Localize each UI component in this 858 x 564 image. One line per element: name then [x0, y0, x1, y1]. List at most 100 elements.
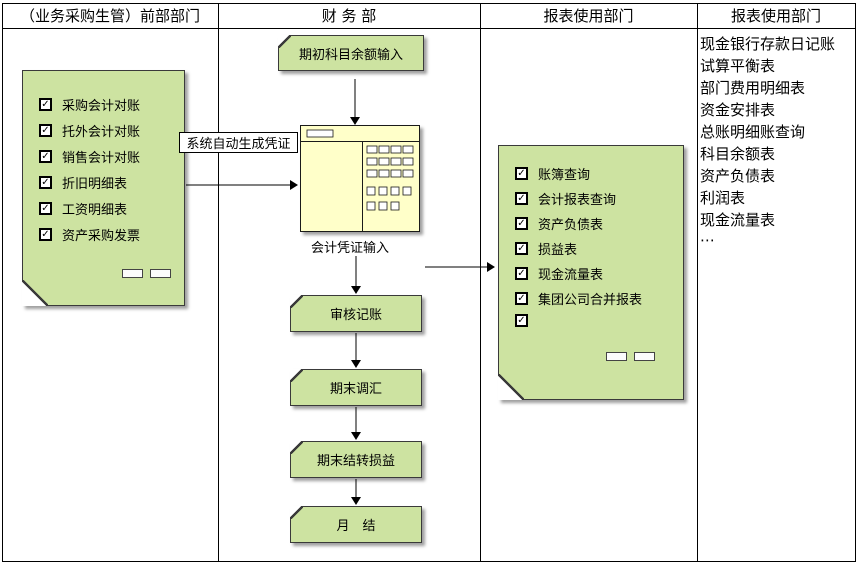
mini-button: [122, 269, 143, 278]
folded-corner-icon: [498, 374, 524, 400]
report-list-item: 试算平衡表: [700, 57, 776, 75]
step-carry-forward-pl: 期末结转损益: [290, 441, 422, 478]
list-item: ✓ 集团公司合并报表: [515, 289, 642, 308]
list-item: ✓ 损益表: [515, 239, 577, 258]
list-item-label: 工资明细表: [62, 203, 128, 218]
folded-corner-icon: [290, 506, 303, 519]
report-list-item: 总账明细账查询: [700, 123, 806, 141]
report-users-note: ✓ 账簿查询 ✓ 会计报表查询 ✓ 资产负债表 ✓ 损益表 ✓ 现金流量表 ✓ …: [498, 145, 684, 400]
list-item: ✓ 会计报表查询: [515, 189, 616, 208]
step-month-end-close: 月 结: [290, 506, 422, 543]
auto-generate-voucher-label: 系统自动生成凭证: [179, 132, 298, 153]
list-item: ✓ 现金流量表: [515, 264, 603, 283]
checkbox-checked-icon: ✓: [515, 267, 528, 280]
header-front-dept: （业务采购生管）前部部门: [19, 7, 200, 25]
list-item-label: 账簿查询: [538, 168, 591, 183]
node-label: 审核记账: [329, 308, 382, 323]
checkbox-checked-icon: ✓: [515, 192, 528, 205]
front-dept-note: ✓ 采购会计对账 ✓ 托外会计对账 ✓ 销售会计对账 ✓ 折旧明细表 ✓ 工资明…: [22, 70, 185, 306]
list-item: ✓ 资产采购发票: [39, 225, 140, 244]
report-list-item: 现金流量表: [700, 211, 776, 229]
header-finance-dept: 财 务 部: [321, 7, 377, 25]
checkbox-checked-icon: ✓: [515, 292, 528, 305]
check-glyph: ✓: [41, 228, 50, 240]
check-glyph: ✓: [517, 292, 526, 304]
check-glyph: ✓: [41, 150, 50, 162]
list-item: ✓ 账簿查询: [515, 164, 590, 183]
step-period-end-revaluation: 期末调汇: [290, 369, 422, 406]
node-label: 月 结: [336, 519, 376, 534]
list-item-label: 会计报表查询: [538, 193, 617, 208]
mini-button: [150, 269, 171, 278]
folded-corner-icon: [290, 369, 303, 382]
checkbox-checked-icon: ✓: [39, 228, 52, 241]
check-glyph: ✓: [41, 98, 50, 110]
folded-corner-icon: [290, 441, 303, 454]
checkbox-checked-icon: ✓: [515, 314, 528, 327]
grid-right-border: [855, 3, 856, 562]
check-glyph: ✓: [41, 202, 50, 214]
check-glyph: ✓: [41, 124, 50, 136]
node-label: 期末结转损益: [316, 454, 395, 469]
mini-button: [634, 352, 655, 361]
check-glyph: ✓: [517, 242, 526, 254]
report-list-item: 资金安排表: [700, 101, 776, 119]
grid-top-line: [2, 3, 856, 4]
label-text: 系统自动生成凭证: [186, 137, 291, 152]
step-audit-posting: 审核记账: [290, 295, 422, 332]
check-glyph: ✓: [517, 167, 526, 179]
report-list-item: ⋯: [700, 231, 715, 249]
checkbox-checked-icon: ✓: [515, 242, 528, 255]
list-item: ✓ 托外会计对账: [39, 121, 140, 140]
report-list-item: 科目余额表: [700, 145, 776, 163]
grid-vline-2: [480, 3, 481, 562]
list-item-label: 销售会计对账: [62, 151, 141, 166]
grid-header-bottom-line: [2, 28, 856, 29]
grid-left-border: [2, 3, 3, 562]
check-glyph: ✓: [517, 192, 526, 204]
grid-bottom-line: [2, 561, 856, 562]
list-item-label: 托外会计对账: [62, 125, 141, 140]
list-item-label: 资产采购发票: [62, 229, 141, 244]
list-item-label: 现金流量表: [538, 268, 604, 283]
list-item-label: 资产负债表: [538, 218, 604, 233]
folded-corner-icon: [22, 280, 48, 306]
folded-corner-icon: [278, 35, 291, 48]
checkbox-checked-icon: ✓: [515, 167, 528, 180]
check-glyph: ✓: [517, 314, 526, 326]
list-item: ✓ 折旧明细表: [39, 173, 127, 192]
list-item-label: 集团公司合并报表: [538, 293, 643, 308]
checkbox-checked-icon: ✓: [39, 202, 52, 215]
checkbox-checked-icon: ✓: [39, 98, 52, 111]
list-item-label: 折旧明细表: [62, 177, 128, 192]
node-label: 期末调汇: [329, 382, 382, 397]
voucher-input-caption: 会计凭证输入: [310, 241, 389, 256]
report-list-item: 资产负债表: [700, 167, 776, 185]
report-list-item: 利润表: [700, 189, 746, 207]
opening-balance-input-node: 期初科目余额输入: [278, 35, 424, 71]
checkbox-checked-icon: ✓: [39, 150, 52, 163]
grid-vline-3: [697, 3, 698, 562]
checkbox-checked-icon: ✓: [515, 217, 528, 230]
list-item: ✓ 资产负债表: [515, 214, 603, 233]
voucher-form-icon: [300, 125, 420, 232]
list-item-label: 采购会计对账: [62, 99, 141, 114]
node-label: 期初科目余额输入: [298, 47, 403, 63]
header-report-users-2: 报表使用部门: [730, 7, 821, 25]
list-item: ✓ 工资明细表: [39, 199, 127, 218]
report-list-item: 现金银行存款日记账: [700, 35, 836, 53]
list-item: ✓ 销售会计对账: [39, 147, 140, 166]
checkbox-checked-icon: ✓: [39, 124, 52, 137]
mini-button: [606, 352, 627, 361]
check-glyph: ✓: [41, 176, 50, 188]
check-glyph: ✓: [517, 267, 526, 279]
grid-vline-1: [218, 3, 219, 562]
folded-corner-icon: [290, 295, 303, 308]
list-item: ✓: [515, 314, 538, 327]
list-item: ✓ 采购会计对账: [39, 95, 140, 114]
list-item-label: 损益表: [538, 243, 578, 258]
header-report-users-1: 报表使用部门: [543, 7, 634, 25]
report-list-item: 部门费用明细表: [700, 79, 806, 97]
check-glyph: ✓: [517, 217, 526, 229]
